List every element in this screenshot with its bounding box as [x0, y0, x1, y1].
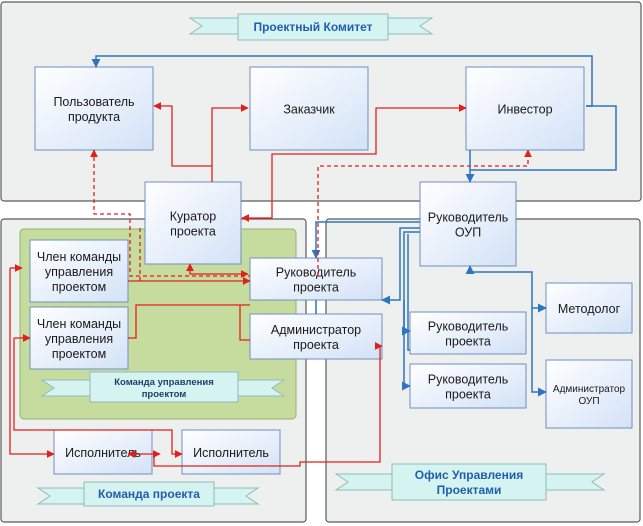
box-pmo-admin-label-0: Администратор — [553, 384, 626, 395]
committee-banner: Проектный Комитет — [188, 13, 434, 41]
box-performer-1-label-0: Исполнитель — [65, 446, 141, 460]
pmo-title-1: Офис Управления — [415, 468, 523, 482]
box-product-user-label-1: продукта — [68, 110, 120, 124]
box-performer-2: Исполнитель — [181, 429, 281, 475]
box-investor: Инвестор — [465, 66, 585, 151]
blue-connections — [91, 55, 617, 397]
team-title: Команда проекта — [98, 487, 200, 501]
box-member-1-label-2: проектом — [52, 280, 106, 294]
box-project-admin-label-0: Администратор — [271, 323, 361, 337]
box-project-admin-label-1: проекта — [293, 338, 339, 352]
box-member-2-label-0: Член команды — [37, 317, 121, 331]
box-pm-3-label-1: проекта — [445, 388, 491, 402]
committee-title: Проектный Комитет — [253, 20, 372, 34]
box-pm-3-label-0: Руководитель — [428, 373, 509, 387]
box-pmo-head-label-0: Руководитель — [428, 211, 509, 225]
red-dashed-connections — [90, 149, 532, 282]
box-curator-label-1: проекта — [170, 225, 216, 239]
management-team-title-1: Команда управления — [114, 377, 214, 388]
box-member-1-label-1: управления — [45, 265, 113, 279]
box-customer: Заказчик — [249, 66, 369, 151]
pmo-title-2: Проектами — [437, 483, 502, 497]
box-methodologist-label-0: Методолог — [558, 302, 621, 316]
box-member-2-label-2: проектом — [52, 347, 106, 361]
red-connections — [9, 102, 467, 467]
box-member-1-label-0: Член команды — [37, 250, 121, 264]
pmo-banner: Офис Управления Проектами — [334, 463, 606, 501]
box-member-2-label-1: управления — [45, 332, 113, 346]
box-customer-label-0: Заказчик — [283, 103, 335, 117]
box-project-manager-label-0: Руководитель — [276, 266, 357, 280]
box-performer-2-label-0: Исполнитель — [193, 446, 269, 460]
box-project-manager-label-1: проекта — [293, 281, 339, 295]
box-investor-label-0: Инвестор — [497, 103, 552, 117]
box-pmo-admin-label-1: ОУП — [578, 396, 599, 407]
box-curator-label-0: Куратор — [170, 210, 217, 224]
box-pm-2-label-1: проекта — [445, 335, 491, 349]
management-team-title-2: проектом — [142, 389, 187, 400]
management-team-banner: Команда управления проектом — [40, 371, 286, 403]
box-performer-1: Исполнитель — [53, 429, 153, 475]
team-banner: Команда проекта — [36, 481, 260, 507]
box-pm-2-label-0: Руководитель — [428, 320, 509, 334]
box-pmo-head-label-1: ОУП — [455, 226, 481, 240]
box-product-user-label-0: Пользователь — [53, 95, 134, 109]
box-methodologist: Методолог — [545, 282, 633, 334]
